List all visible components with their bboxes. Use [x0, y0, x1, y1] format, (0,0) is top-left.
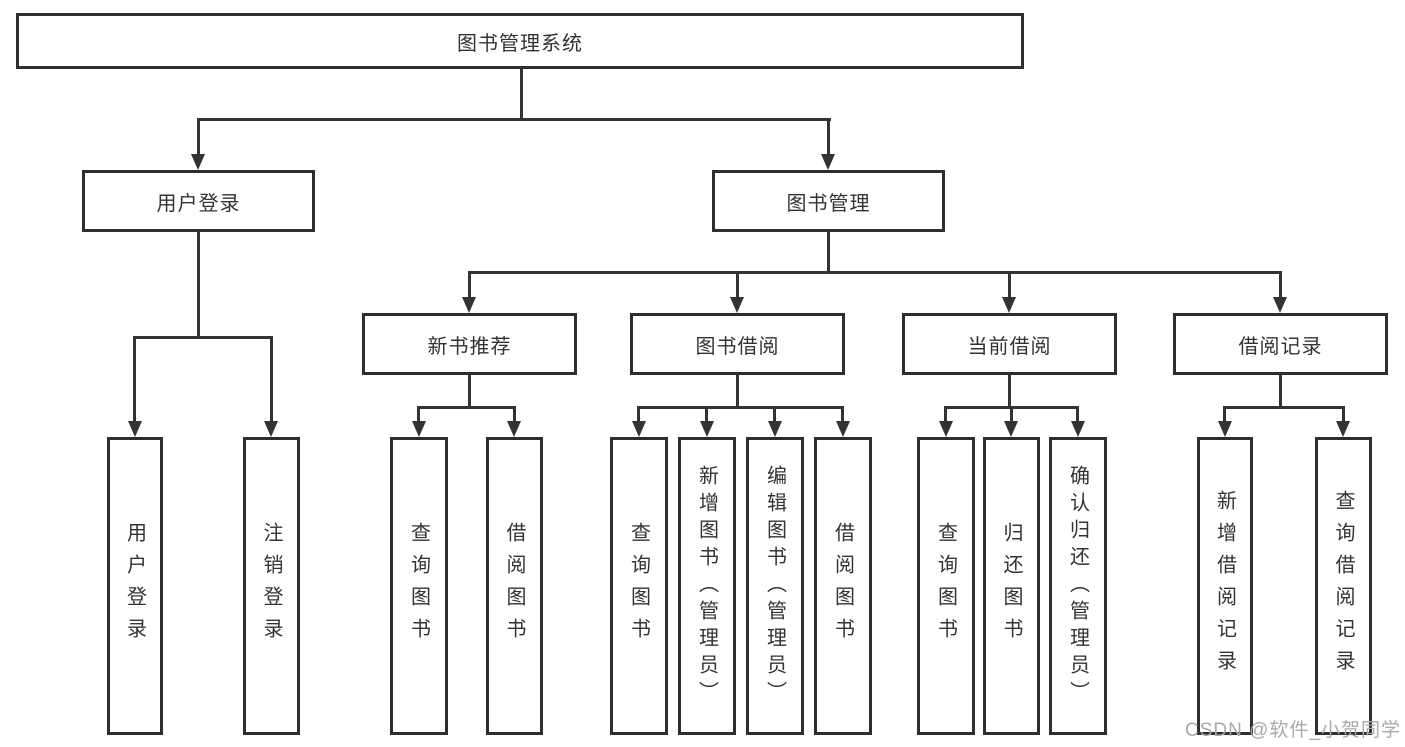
- arrowhead-icon: [730, 297, 744, 313]
- connector-line: [468, 271, 471, 301]
- node-logout: 注销登录: [243, 437, 300, 735]
- node-label: 图书借阅: [695, 335, 780, 358]
- connector-line: [417, 406, 420, 423]
- connector-line: [637, 406, 844, 409]
- connector-line: [468, 375, 471, 409]
- node-label: 借阅记录: [1238, 335, 1323, 358]
- connector-line: [270, 336, 273, 423]
- node-query-books-2: 查询图书: [610, 437, 668, 735]
- connector-line: [705, 406, 708, 423]
- node-label: 归还图书: [1000, 522, 1022, 650]
- node-label: 查询图书: [627, 522, 650, 650]
- arrowhead-icon: [412, 421, 426, 437]
- node-confirm-return-admin: 确认归还（管理员）: [1049, 437, 1107, 735]
- connector-line: [1223, 406, 1345, 409]
- connector-line: [773, 406, 776, 423]
- node-book-management: 图书管理: [712, 170, 945, 232]
- node-label: 用户登录: [156, 192, 241, 215]
- node-label: 当前借阅: [967, 335, 1052, 358]
- connector-line: [1008, 375, 1011, 409]
- connector-line: [133, 336, 273, 339]
- connector-line: [1279, 375, 1282, 409]
- arrowhead-icon: [1218, 421, 1232, 437]
- csdn-watermark: CSDN @软件_小贺同学: [1185, 720, 1401, 741]
- connector-line: [1076, 406, 1079, 423]
- node-label: 注销登录: [260, 522, 282, 650]
- node-borrow-books-2: 借阅图书: [814, 437, 872, 735]
- node-label: 图书管理: [786, 192, 871, 215]
- connector-line: [1010, 406, 1013, 423]
- node-book-borrowing: 图书借阅: [630, 313, 845, 375]
- node-query-borrow-record: 查询借阅记录: [1315, 437, 1372, 735]
- node-label: 新书推荐: [427, 335, 512, 358]
- connector-line: [520, 69, 523, 119]
- connector-line: [133, 336, 136, 423]
- arrowhead-icon: [821, 154, 835, 170]
- node-add-borrow-record: 新增借阅记录: [1197, 437, 1253, 735]
- arrowhead-icon: [836, 421, 850, 437]
- connector-line: [827, 232, 830, 274]
- connector-line: [197, 118, 200, 157]
- connector-line: [637, 406, 640, 423]
- connector-line: [736, 375, 739, 409]
- node-label: 新增图书（管理员）: [695, 464, 718, 708]
- node-label: 用户登录: [123, 522, 146, 650]
- node-user-login: 用户登录: [107, 437, 163, 735]
- arrowhead-icon: [1002, 297, 1016, 313]
- node-add-books-admin: 新增图书（管理员）: [678, 437, 736, 735]
- connector-line: [827, 118, 830, 157]
- arrowhead-icon: [1071, 421, 1085, 437]
- node-edit-books-admin: 编辑图书（管理员）: [746, 437, 804, 735]
- connector-line: [197, 232, 200, 338]
- arrowhead-icon: [128, 421, 142, 437]
- node-label: 图书管理系统: [457, 32, 583, 55]
- connector-line: [736, 271, 739, 301]
- arrowhead-icon: [1336, 421, 1350, 437]
- connector-line: [468, 271, 1282, 274]
- connector-line: [1342, 406, 1345, 423]
- arrowhead-icon: [700, 421, 714, 437]
- node-query-books-1: 查询图书: [390, 437, 448, 735]
- node-borrow-books-1: 借阅图书: [486, 437, 543, 735]
- node-label: 确认归还（管理员）: [1066, 464, 1089, 708]
- connector-line: [1223, 406, 1226, 423]
- arrowhead-icon: [1273, 297, 1287, 313]
- node-new-book-recommend: 新书推荐: [362, 313, 577, 375]
- node-borrow-records: 借阅记录: [1173, 313, 1388, 375]
- node-label: 编辑图书（管理员）: [763, 464, 786, 708]
- node-current-borrowing: 当前借阅: [902, 313, 1117, 375]
- arrowhead-icon: [462, 297, 476, 313]
- connector-line: [1008, 271, 1011, 301]
- arrowhead-icon: [939, 421, 953, 437]
- node-label: 新增借阅记录: [1213, 490, 1236, 682]
- node-label: 借阅图书: [503, 522, 525, 650]
- node-label: 借阅图书: [831, 522, 854, 650]
- connector-line: [841, 406, 844, 423]
- connector-line: [1279, 271, 1282, 301]
- node-label: 查询借阅记录: [1332, 490, 1354, 682]
- arrowhead-icon: [1004, 421, 1018, 437]
- arrowhead-icon: [632, 421, 646, 437]
- node-return-books: 归还图书: [983, 437, 1040, 735]
- node-user-login-branch: 用户登录: [82, 170, 315, 232]
- connector-line: [944, 406, 947, 423]
- arrowhead-icon: [768, 421, 782, 437]
- arrowhead-icon: [264, 421, 278, 437]
- connector-line: [417, 406, 516, 409]
- connector-line: [197, 118, 831, 121]
- node-label: 查询图书: [407, 522, 430, 650]
- node-label: 查询图书: [934, 522, 957, 650]
- arrowhead-icon: [191, 154, 205, 170]
- arrowhead-icon: [507, 421, 521, 437]
- connector-line: [513, 406, 516, 423]
- node-query-books-3: 查询图书: [917, 437, 975, 735]
- node-library-system: 图书管理系统: [16, 13, 1024, 69]
